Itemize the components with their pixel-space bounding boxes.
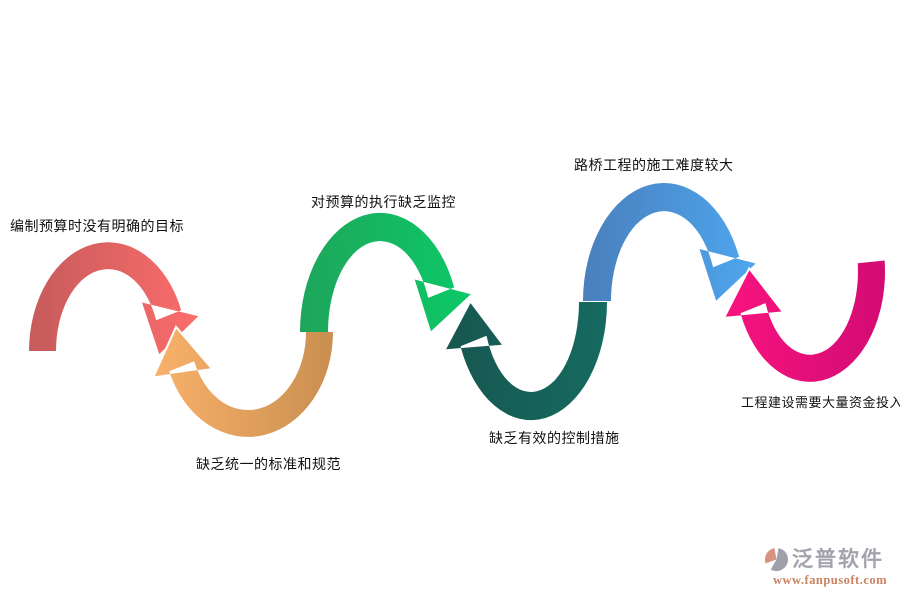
label-control-measures: 缺乏有效的控制措施 <box>489 430 620 446</box>
arrow-arch-green <box>299 212 471 332</box>
fanpu-logo-icon <box>764 548 788 572</box>
label-capital-investment: 工程建设需要大量资金投入 <box>741 395 900 410</box>
label-construction-difficulty: 路桥工程的施工难度较大 <box>574 157 734 173</box>
brand-name: 泛普软件 <box>792 547 884 571</box>
watermark: 泛普软件 www.fanpusoft.com <box>764 547 896 588</box>
label-standards: 缺乏统一的标准和规范 <box>196 456 341 472</box>
brand-url: www.fanpusoft.com <box>772 573 888 587</box>
arrow-u-orange <box>151 325 336 439</box>
label-budget-goal: 编制预算时没有明确的目标 <box>10 218 184 234</box>
arrow-arch-blue <box>583 183 756 301</box>
arrow-u-teal <box>442 299 610 423</box>
label-monitoring: 对预算的执行缺乏监控 <box>311 194 456 210</box>
arrow-arch-red <box>29 242 199 355</box>
arrow-u-pink <box>722 258 887 384</box>
